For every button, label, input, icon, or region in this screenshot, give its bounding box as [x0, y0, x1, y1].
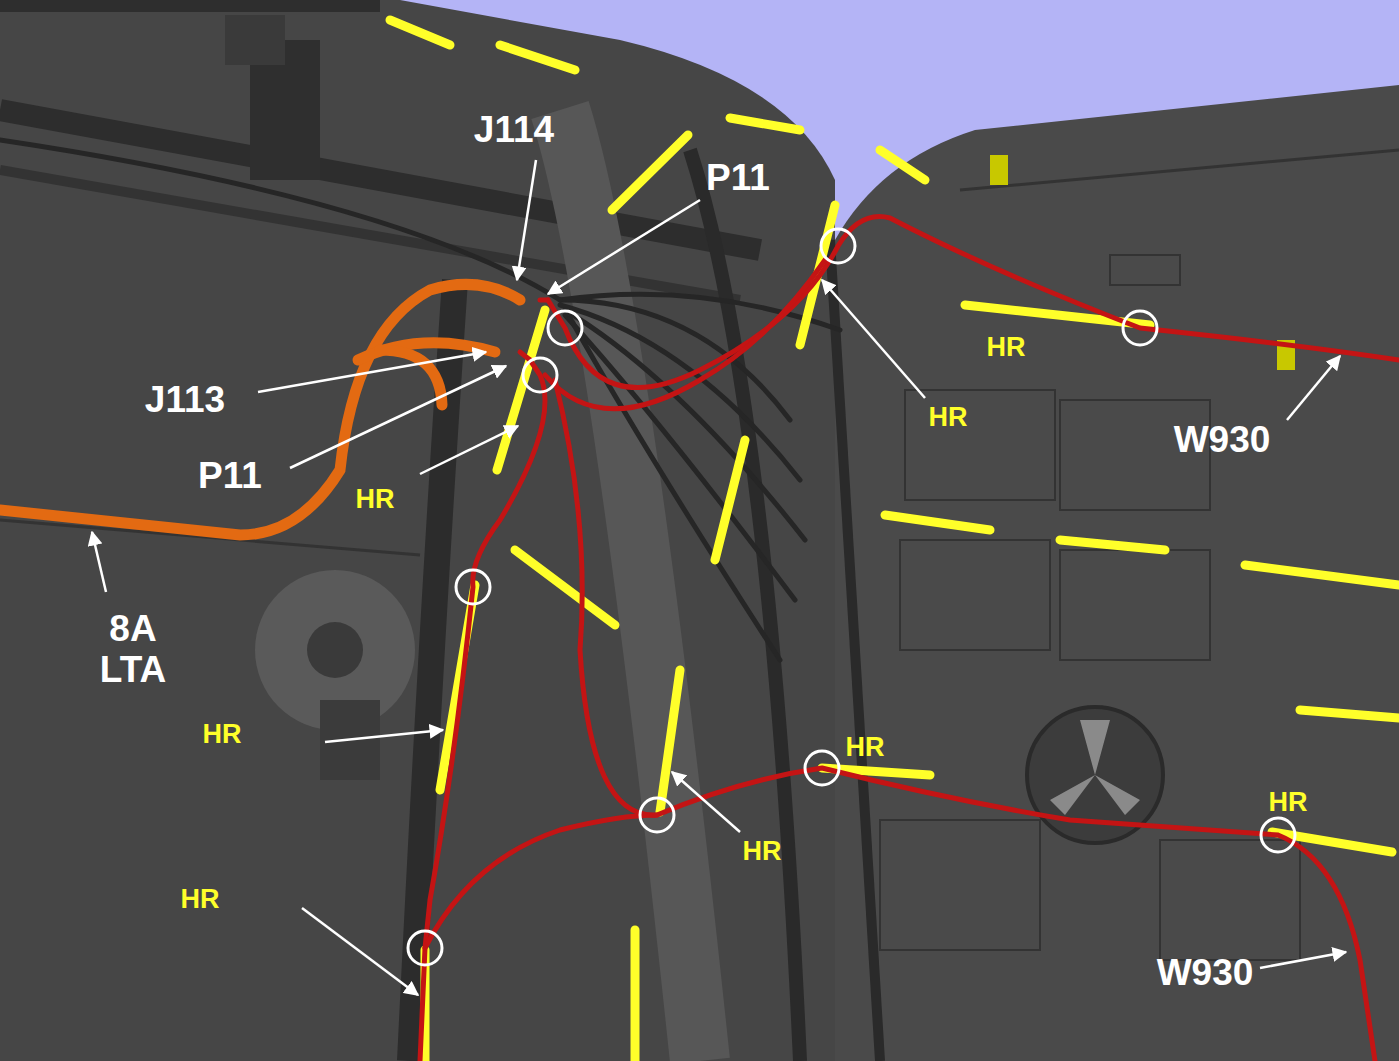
- handrail-label: HR: [929, 403, 968, 433]
- leader-line: [258, 352, 486, 392]
- part-label: J114: [474, 110, 554, 151]
- handrail: [1245, 565, 1399, 585]
- handrail: [660, 670, 680, 812]
- orange-cable-8a-lta: [0, 284, 520, 535]
- leader-line: [548, 200, 700, 294]
- panel-grid: [880, 255, 1300, 960]
- fan-blades: [1050, 720, 1140, 815]
- handrail: [631, 930, 640, 1061]
- red-cable-w930: [420, 217, 1399, 1061]
- handrail-label: HR: [846, 733, 885, 763]
- clamp-circle: [408, 931, 442, 965]
- leader-line: [822, 280, 925, 398]
- leader-line: [325, 730, 443, 742]
- wire: [0, 140, 560, 300]
- panel: [905, 390, 1055, 500]
- leader-line: [672, 772, 740, 832]
- panel: [1160, 840, 1300, 960]
- panel-line: [960, 150, 1399, 190]
- leader-line: [302, 908, 418, 995]
- clamp-circle: [1261, 818, 1295, 852]
- part-label: J113: [145, 380, 225, 421]
- handrail: [715, 440, 745, 560]
- handrail-label: HR: [743, 837, 782, 867]
- wire: [570, 318, 780, 660]
- handrail: [390, 20, 450, 45]
- handrail: [1300, 710, 1399, 718]
- wire: [565, 310, 805, 540]
- leader-line: [420, 426, 518, 474]
- handrail: [612, 135, 688, 210]
- clamp-circle: [821, 229, 855, 263]
- handrail-label: HR: [987, 333, 1026, 363]
- clamp-circle: [640, 798, 674, 832]
- panel: [880, 820, 1040, 950]
- highlight-circles: [408, 229, 1295, 965]
- panel-line: [0, 520, 420, 555]
- trunnion-pin: [307, 622, 363, 678]
- part-label: P11: [198, 456, 262, 497]
- part-label: 8A LTA: [86, 609, 181, 690]
- handrail: [500, 45, 575, 70]
- truss-rail: [0, 110, 760, 250]
- leader-line: [517, 160, 536, 280]
- handrail: [515, 550, 615, 625]
- panel: [1060, 550, 1210, 660]
- grey-harness: [0, 140, 840, 660]
- handrails: [390, 20, 1399, 1061]
- handrail: [880, 150, 925, 180]
- part-label: W930: [1174, 420, 1271, 461]
- handrail: [1060, 540, 1165, 550]
- handrail-label: HR: [203, 720, 242, 750]
- leader-line: [1287, 356, 1340, 420]
- equipment-box: [225, 15, 285, 65]
- clamp-circle: [456, 570, 490, 604]
- ring-seam: [830, 240, 880, 1061]
- leader-line: [290, 366, 506, 468]
- module-hull: [0, 0, 835, 1061]
- part-label: W930: [1157, 953, 1254, 994]
- part-label: P11: [706, 158, 770, 199]
- fixture: [990, 155, 1008, 185]
- handrail-label: HR: [181, 885, 220, 915]
- handrail: [730, 118, 800, 130]
- cable: [545, 260, 825, 409]
- ring-seam: [410, 280, 455, 1061]
- cable: [555, 380, 1375, 1061]
- handrail-label: HR: [1269, 788, 1308, 818]
- cable: [425, 815, 657, 948]
- panel: [1110, 255, 1180, 285]
- clamp-circle: [523, 358, 557, 392]
- wire: [565, 315, 795, 600]
- handrail-label: HR: [356, 485, 395, 515]
- clamp-circle: [548, 311, 582, 345]
- leader-line: [92, 532, 106, 592]
- leader-line: [1260, 952, 1346, 968]
- panel: [900, 540, 1050, 650]
- connector: [520, 300, 548, 360]
- clamp-circle: [805, 751, 839, 785]
- clamp-circle: [1123, 311, 1157, 345]
- cable: [0, 284, 520, 535]
- cable: [548, 217, 1399, 388]
- hull-edge: [0, 0, 380, 12]
- cable: [380, 350, 442, 405]
- left-module: [0, 0, 835, 1061]
- handrail: [885, 515, 990, 530]
- leader-lines: [92, 160, 1346, 995]
